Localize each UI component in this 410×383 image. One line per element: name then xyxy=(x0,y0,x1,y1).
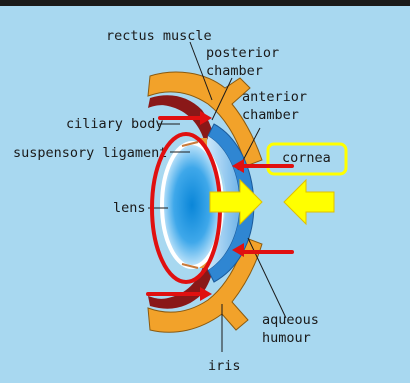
title-strip xyxy=(0,0,410,6)
label-lens: lens xyxy=(113,200,146,216)
label-anterior-chamber-line2: chamber xyxy=(242,107,299,123)
label-anterior-chamber-line1: anterior xyxy=(242,89,307,105)
label-ciliary-body: ciliary body xyxy=(66,116,164,132)
label-posterior-chamber-line2: chamber xyxy=(206,63,263,79)
label-aqueous-humour-line2: humour xyxy=(262,330,311,346)
label-suspensory-ligament: suspensory ligament xyxy=(13,145,167,161)
label-posterior-chamber-line1: posterior xyxy=(206,45,279,61)
label-rectus-muscle: rectus muscle xyxy=(106,28,212,44)
yellow-arrow-left xyxy=(284,180,334,224)
label-aqueous-humour-line1: aqueous xyxy=(262,312,319,328)
label-cornea: cornea xyxy=(282,150,331,166)
label-iris: iris xyxy=(208,358,241,374)
